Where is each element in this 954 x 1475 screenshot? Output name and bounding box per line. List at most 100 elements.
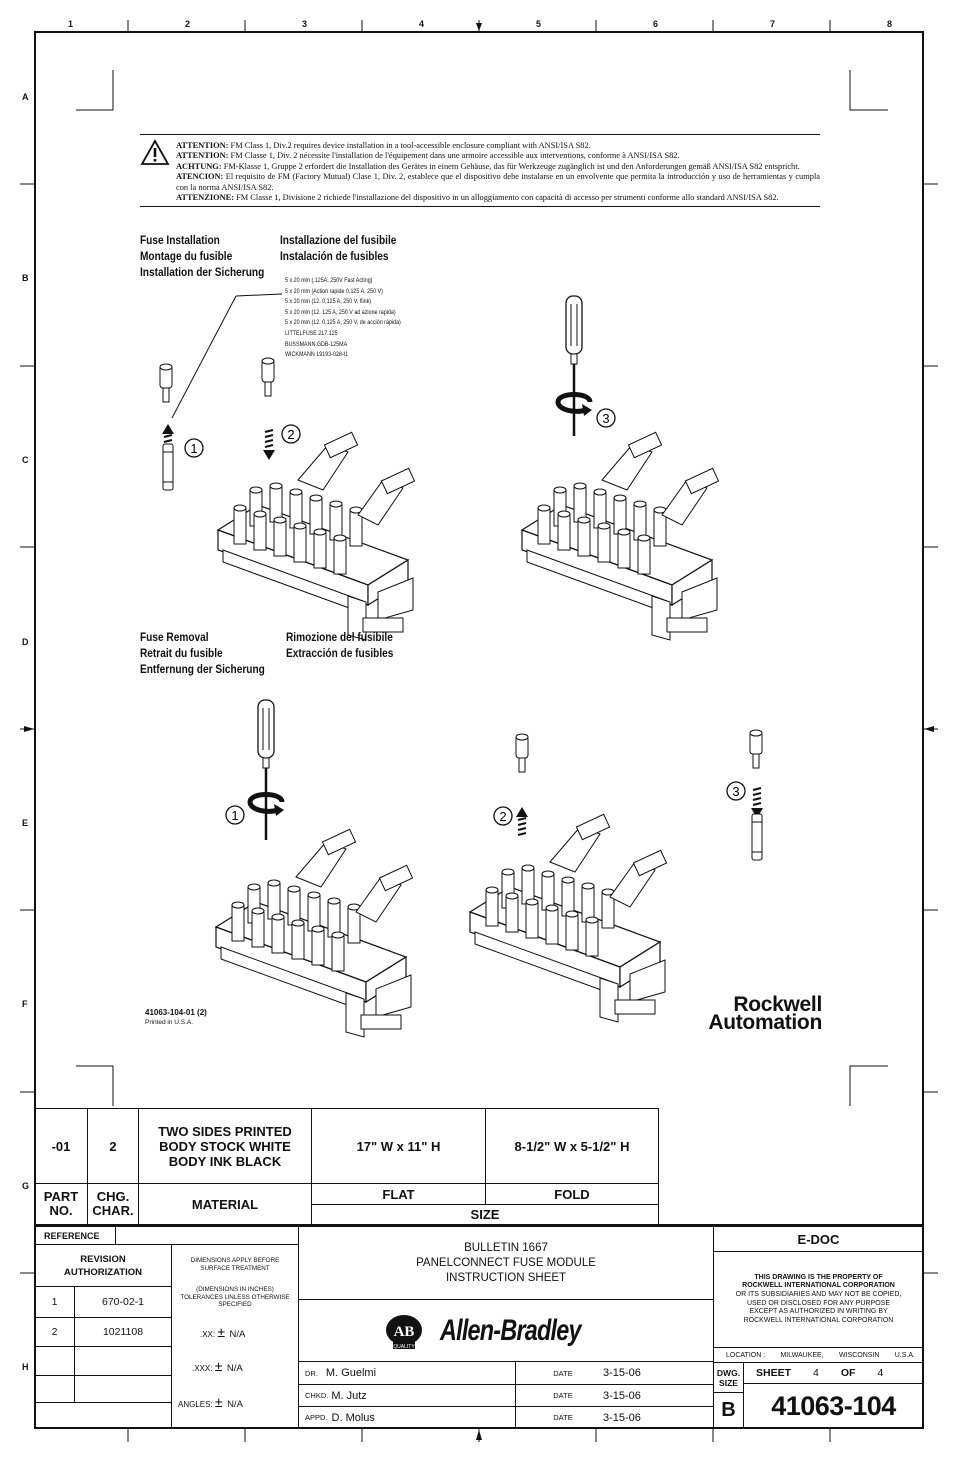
zone-col-6: 6: [653, 19, 659, 29]
removal-heading-es: Extracción de fusibles: [286, 648, 394, 660]
fuse-spec: LITTELFUSE 217.125: [285, 329, 338, 337]
dim-note-tolerances: (DIMENSIONS IN INCHES) TOLERANCES UNLESS…: [180, 1286, 290, 1308]
revision-no: 2: [34, 1317, 75, 1347]
svg-text:1: 1: [231, 808, 238, 823]
install-heading-es: Instalación de fusibles: [280, 251, 389, 263]
title-line: BULLETIN 1667: [464, 1241, 548, 1254]
attention-line-fr: ATTENTION: FM Classe 1, Div. 2 nécessite…: [176, 151, 680, 161]
zone-col-4: 4: [419, 19, 425, 29]
dwg-size-label: DWG. SIZE: [713, 1362, 744, 1393]
revision-auth-empty: [74, 1346, 172, 1376]
zone-row-h: H: [22, 1362, 29, 1372]
reference-label: REFERENCE: [34, 1226, 116, 1245]
removal-heading-it: Rimozione del fusibile: [286, 632, 393, 644]
revision-empty-row: [34, 1402, 172, 1429]
size-header: SIZE: [311, 1204, 659, 1225]
drawing-number: 41063-104: [743, 1383, 924, 1429]
checked-by: CHKD.M. Jutz: [298, 1384, 516, 1407]
zone-row-b: B: [22, 273, 29, 283]
revision-no-empty: [34, 1346, 75, 1376]
part-no-header: PART NO.: [34, 1183, 88, 1225]
install-step-3-badge: 3: [596, 408, 616, 428]
drawn-by: DR.M. Guelmi: [298, 1361, 516, 1385]
svg-text:3: 3: [602, 411, 609, 426]
zone-col-3: 3: [302, 19, 308, 29]
fuse-spec: 5 x 20 mm (.125A, 250V Fast Acting): [285, 277, 373, 284]
attention-line-it: ATTENZIONE: FM Classe 1, Divisione 2 ric…: [176, 193, 779, 203]
printed-in: Printed in U.S.A.: [145, 1019, 194, 1026]
dim-note-surface: DIMENSIONS APPLY BEFORE SURFACE TREATMEN…: [190, 1257, 280, 1272]
zone-row-d: D: [22, 637, 29, 647]
location-row: LOCATION : MILWAUKEE, WISCONSIN U.S.A.: [713, 1347, 924, 1363]
install-heading-col1: Fuse Installation Montage du fusible Ins…: [140, 233, 264, 281]
install-heading-de: Installation der Sicherung: [140, 267, 265, 279]
svg-text:AB: AB: [394, 1324, 415, 1340]
attention-notice: ATTENTION: FM Class 1, Div.2 requires de…: [140, 134, 820, 208]
drawing-title: BULLETIN 1667 PANELCONNECT FUSE MODULE I…: [298, 1226, 714, 1300]
fold-header: FOLD: [485, 1183, 659, 1205]
ab-logo-icon: AB QUALITY: [386, 1315, 422, 1350]
material-header: MATERIAL: [138, 1183, 312, 1225]
install-heading-it: Installazione del fusibile: [280, 235, 397, 247]
install-step-1-badge: 1: [184, 438, 204, 458]
zone-col-7: 7: [770, 19, 776, 29]
revision-auth-empty: [74, 1375, 172, 1403]
fuse-spec: 5 x 20 mm (12. 0,125 A, 250 V, flink): [285, 298, 372, 306]
tol-xx: .XX: ± N/A: [200, 1324, 246, 1340]
zone-col-1: 1: [68, 19, 74, 29]
revision-no-empty: [34, 1375, 75, 1403]
tol-xxx: .XXX: ± N/A: [192, 1358, 243, 1374]
chg-char-header: CHG. CHAR.: [87, 1183, 139, 1225]
attention-line-es: ATENCION: El requisito de FM (Factory Mu…: [176, 172, 820, 192]
revision-auth: 1021108: [74, 1317, 172, 1347]
zone-col-5: 5: [536, 19, 542, 29]
install-heading-col2: Installazione del fusibile Instalación d…: [280, 233, 396, 265]
fuse-spec: 5 x 20 mm (12. 125 A, 250 V ad azione ra…: [285, 308, 396, 316]
part-no-value: -01: [34, 1108, 88, 1184]
removal-step-2-badge: 2: [493, 806, 513, 826]
property-notice: THIS DRAWING IS THE PROPERTY OF ROCKWELL…: [713, 1251, 924, 1348]
reference-value: [115, 1226, 299, 1245]
removal-heading-col2: Rimozione del fusibile Extracción de fus…: [286, 630, 393, 662]
allen-bradley-wordmark: Allen-Bradley: [440, 1314, 581, 1347]
removal-heading-en: Fuse Removal: [140, 632, 209, 644]
edoc-label: E-DOC: [713, 1226, 924, 1252]
zone-col-8: 8: [887, 19, 893, 29]
install-heading-en: Fuse Installation: [140, 235, 220, 247]
revision-auth-header: REVISION AUTHORIZATION: [34, 1244, 172, 1287]
attention-line-de: ACHTUNG: FM-Klasse 1, Gruppe 2 erfordert…: [176, 161, 800, 171]
svg-text:3: 3: [732, 784, 739, 799]
dwg-size-value: B: [713, 1392, 744, 1429]
removal-heading-fr: Retrait du fusible: [140, 648, 223, 660]
removal-heading-de: Entfernung der Sicherung: [140, 664, 265, 676]
revision-no: 1: [34, 1286, 75, 1318]
tol-angles: ANGLES: ± N/A: [178, 1394, 243, 1410]
fuse-spec: 5 x 20 mm (12. 0,125 A, 250 V, de acción…: [285, 319, 401, 327]
title-block: [34, 1224, 924, 1429]
removal-step-1-badge: 1: [225, 805, 245, 825]
zone-row-f: F: [22, 999, 28, 1009]
install-step-2-badge: 2: [281, 424, 301, 444]
svg-text:QUALITY: QUALITY: [393, 1344, 415, 1350]
chg-char-value: 2: [87, 1108, 139, 1184]
flat-header: FLAT: [311, 1183, 486, 1205]
revision-auth: 670-02-1: [74, 1286, 172, 1318]
fuse-spec: WICKMANN 19193-028-I1: [285, 351, 349, 359]
install-heading-fr: Montage du fusible: [140, 251, 233, 263]
removal-step-3-badge: 3: [726, 781, 746, 801]
sheet-row: SHEET 4 OF 4: [743, 1362, 924, 1384]
flat-size-value: 17" W x 11" H: [311, 1108, 486, 1184]
removal-heading-col1: Fuse Removal Retrait du fusible Entfernu…: [140, 630, 265, 678]
warning-triangle-icon: [140, 139, 170, 165]
svg-text:2: 2: [499, 809, 506, 824]
fuse-spec-list: 5 x 20 mm (.125A, 250V Fast Acting) 5 x …: [285, 276, 401, 361]
svg-text:1: 1: [190, 441, 197, 456]
rockwell-automation-logo: Rockwell Automation: [708, 993, 822, 1034]
fuse-spec: BUSSMANN GDB-125MA: [285, 340, 348, 348]
material-value: TWO SIDES PRINTED BODY STOCK WHITE BODY …: [138, 1108, 312, 1184]
zone-row-e: E: [22, 818, 29, 828]
